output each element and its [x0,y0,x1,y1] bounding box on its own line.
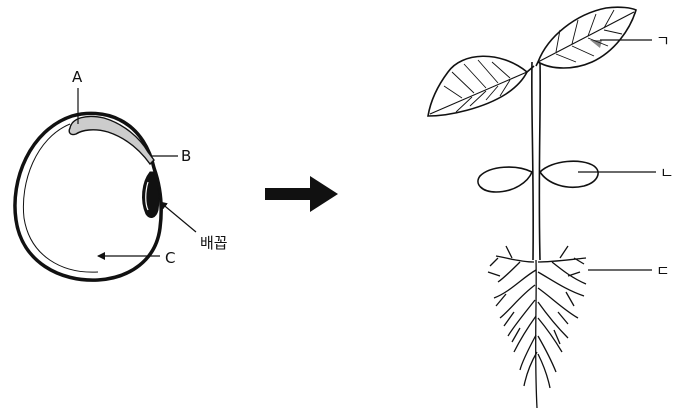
label-root: ㄷ [656,262,670,280]
roots [488,246,586,408]
transition-arrow [265,176,338,212]
stem [532,62,540,260]
right-leaf [538,7,636,68]
label-a: A [72,68,83,86]
label-b: B [181,147,191,165]
hilum-label: 배꼽 [200,234,228,252]
left-cotyledon [478,167,532,192]
pointer-line-hilum [160,202,196,232]
left-leaf [428,56,527,116]
right-cotyledon [540,161,598,187]
label-c: C [165,249,175,267]
seed-coat [15,113,161,280]
seed: A B 배꼽 C [15,68,228,280]
label-leaf: ㄱ [656,32,670,50]
seedling: ㄱ ㄴ ㄷ [428,7,674,408]
label-cotyledon: ㄴ [660,164,674,182]
